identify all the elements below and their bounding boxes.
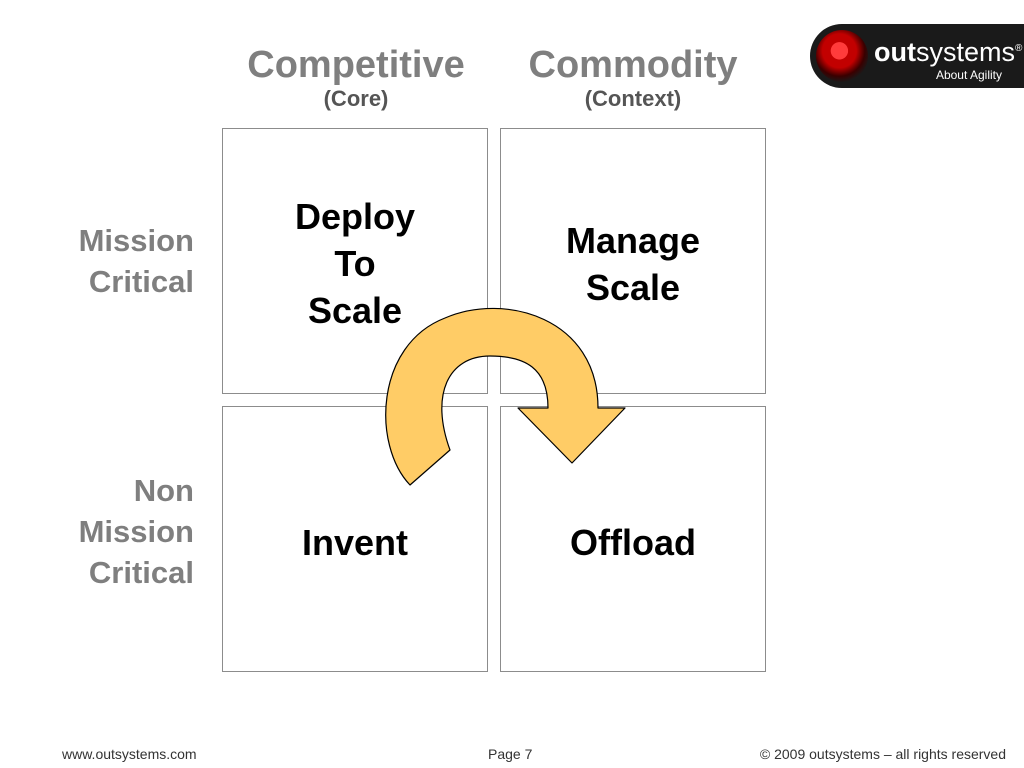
- logo-tagline: About Agility: [935, 68, 1002, 82]
- outsystems-logo: outsystems® About Agility: [810, 24, 1024, 88]
- quadrant-label-deploy-to-scale: Deploy To Scale: [294, 196, 416, 331]
- row-heading-mission-critical: Mission Critical: [78, 223, 194, 299]
- column-heading-commodity: Commodity (Context): [528, 44, 738, 111]
- quadrant-commodity-non-mission-critical: Offload: [500, 406, 766, 672]
- quadrant-competitive-mission-critical: Deploy To Scale: [222, 128, 488, 394]
- quadrant-commodity-mission-critical: Manage Scale: [500, 128, 766, 394]
- quadrant-label-invent: Invent: [301, 522, 408, 563]
- logo-mark-icon: [816, 30, 868, 82]
- footer-copyright: © 2009 outsystems – all rights reserved: [759, 746, 1006, 762]
- column-heading-competitive: Competitive (Core): [247, 44, 465, 111]
- logo-wordmark: outsystems®: [874, 37, 1023, 67]
- footer-website[interactable]: www.outsystems.com: [62, 746, 197, 762]
- row-heading-non-mission-critical: Non Mission Critical: [78, 473, 194, 590]
- quadrant-label-offload: Offload: [570, 522, 696, 563]
- footer-page-number: Page 7: [488, 746, 533, 762]
- quadrant-label-manage-scale: Manage Scale: [565, 220, 701, 308]
- quadrant-competitive-non-mission-critical: Invent: [222, 406, 488, 672]
